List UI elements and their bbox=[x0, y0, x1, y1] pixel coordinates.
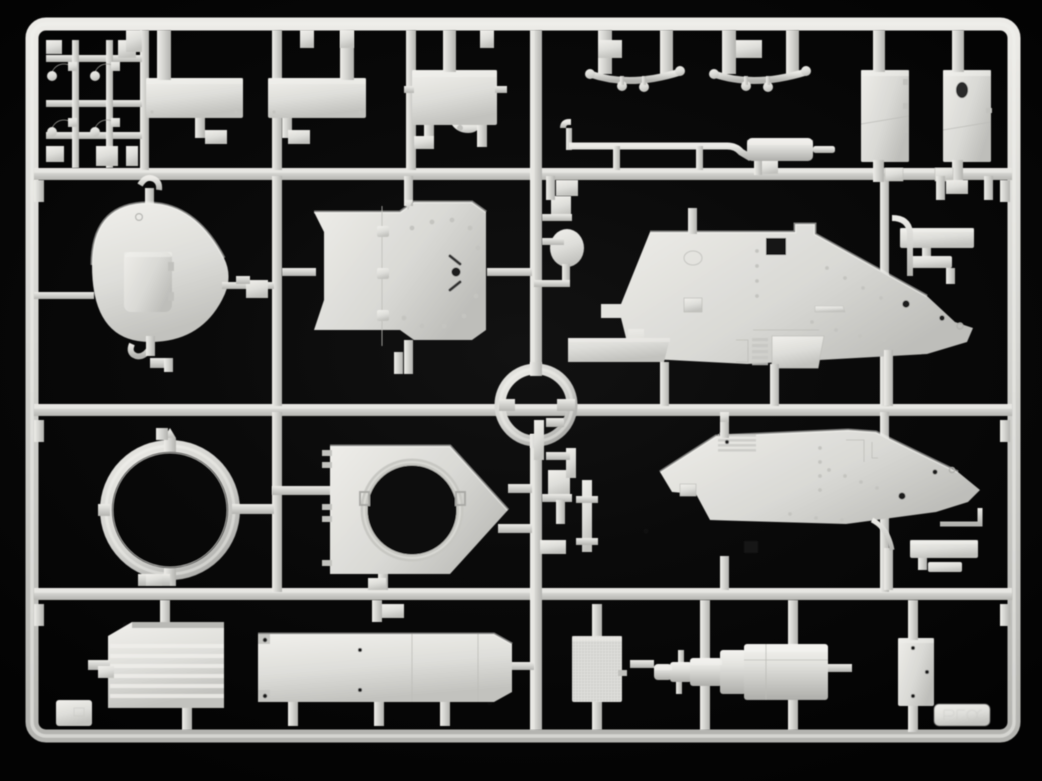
sprue-corner-marking-bottom-right bbox=[934, 704, 990, 726]
part-small-access-plate bbox=[898, 600, 934, 732]
part-rounded-turret-shell bbox=[34, 174, 274, 372]
part-hull-top-deck bbox=[272, 444, 532, 590]
part-turret-ring bbox=[98, 428, 274, 586]
part-exhaust-pipe-and-muffler bbox=[560, 119, 835, 175]
part-bars-lower-left-of-hull bbox=[534, 418, 576, 478]
part-small-bars-centre bbox=[540, 470, 598, 554]
part-small-accessory bbox=[534, 196, 584, 287]
part-brackets-lower-right bbox=[910, 508, 983, 572]
part-suspension-bogie-arm bbox=[585, 30, 685, 92]
sprue-top-tabs bbox=[300, 30, 494, 48]
part-square-armour-plate bbox=[404, 30, 507, 149]
part-small-hook-fitting bbox=[47, 118, 77, 137]
part-small-hook-fitting bbox=[47, 62, 77, 81]
part-gun-barrel-and-breech bbox=[630, 600, 852, 730]
part-hatch-door-panel bbox=[860, 30, 910, 182]
sprue-left-stubs bbox=[34, 180, 44, 626]
part-textured-stowage-box bbox=[572, 604, 627, 730]
part-small-brackets-upper-right bbox=[891, 176, 993, 284]
part-hull-front-plate bbox=[282, 176, 532, 374]
sprue-outer-frame bbox=[25, 17, 1021, 743]
part-hatch-door-panel-with-port bbox=[934, 30, 992, 182]
sprue-corner-tab-bottom-left bbox=[56, 700, 92, 726]
part-louvred-radiator-grille bbox=[88, 600, 224, 730]
sprue-right-stubs bbox=[1000, 180, 1010, 626]
part-small-hook-fitting-group bbox=[46, 30, 142, 168]
part-hull-side-panel-lower bbox=[659, 412, 980, 590]
part-hull-side-panel-upper bbox=[568, 208, 973, 406]
part-suspension-bogie-arm bbox=[709, 30, 811, 92]
part-small-hook-fitting bbox=[90, 118, 120, 137]
part-rectangular-side-panel bbox=[146, 30, 243, 144]
part-small-hook-fitting bbox=[90, 62, 120, 81]
part-hull-floor-plate bbox=[258, 600, 534, 726]
part-small-brackets-mid-left bbox=[236, 176, 578, 298]
